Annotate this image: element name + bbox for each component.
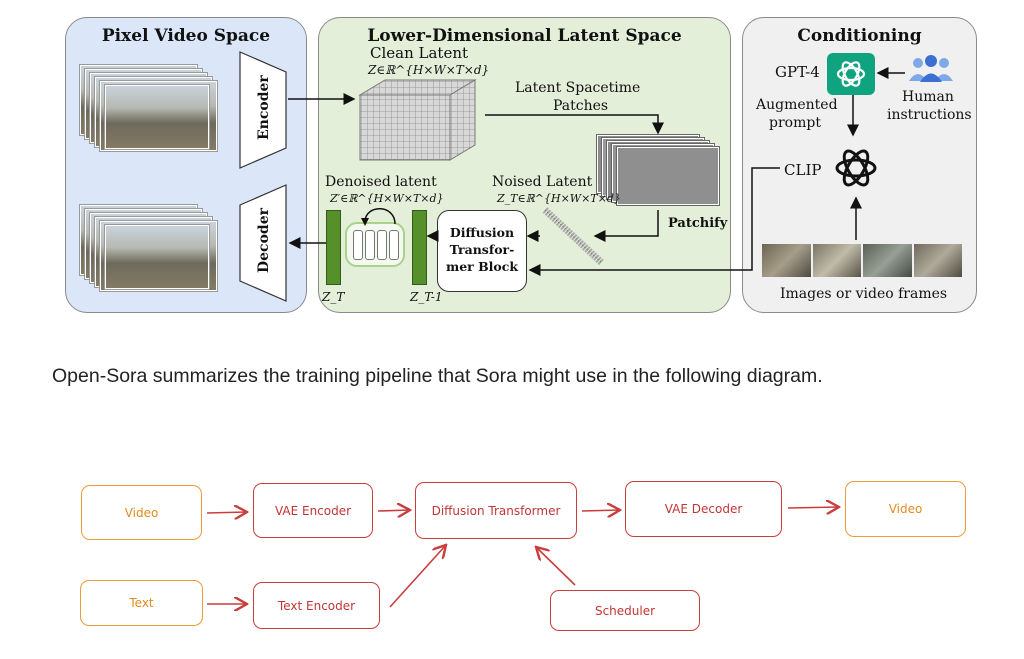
dit-block: Diffusion Transfor- mer Block xyxy=(437,210,527,292)
augmented-label-2: prompt xyxy=(769,115,821,131)
video-output-box: Video xyxy=(845,481,966,537)
vae-encoder-box: VAE Encoder xyxy=(253,483,373,538)
z-t-label: Z_T xyxy=(322,290,345,304)
video-output-label: Video xyxy=(888,502,923,516)
caption-text: Open-Sora summarizes the training pipeli… xyxy=(52,365,823,387)
vae-encoder-label: VAE Encoder xyxy=(274,503,352,518)
denoised-latent-formula: Z′∈ℝ^{H×W×T×d} xyxy=(330,192,444,205)
augmented-label-1: Augmented xyxy=(756,97,838,113)
denoising-block xyxy=(345,222,405,267)
vae-decoder-label: VAE Decoder xyxy=(664,502,743,516)
frames-label: Images or video frames xyxy=(780,286,948,302)
top-figure-arrows xyxy=(288,67,905,276)
text-encoder-label: Text Encoder xyxy=(277,598,356,613)
conditioning-panel-title: Conditioning xyxy=(797,26,922,46)
scheduler-label: Scheduler xyxy=(594,603,656,618)
latent-panel-title: Lower-Dimensional Latent Space xyxy=(367,26,682,46)
spacetime-patches-stack xyxy=(597,135,727,210)
video-input-label: Video xyxy=(124,505,159,520)
loop-arrow xyxy=(361,208,396,226)
noised-latent-label: Noised Latent xyxy=(492,174,593,190)
gpt4-icon xyxy=(827,53,875,95)
clean-latent-label: Clean Latent xyxy=(370,44,469,62)
pixel-panel-title: Pixel Video Space xyxy=(101,26,271,46)
diffusion-transformer-label: Diffusion Transformer xyxy=(431,503,561,518)
z-t1-label: Z_T-1 xyxy=(410,290,443,304)
vae-decoder-box: VAE Decoder xyxy=(625,481,782,537)
patches-label-1: Latent Spacetime xyxy=(515,80,641,96)
text-input-box: Text xyxy=(80,580,203,626)
z-t1-bar xyxy=(412,210,427,285)
human-users-icon xyxy=(909,55,953,82)
dit-line-3: mer Block xyxy=(445,259,519,274)
dit-line-1: Diffusion xyxy=(449,225,515,240)
clip-label: CLIP xyxy=(784,161,822,179)
decoder-trapezoid xyxy=(239,184,287,302)
z-t-bar xyxy=(326,210,341,285)
output-video-stack xyxy=(80,205,220,291)
input-video-stack xyxy=(80,65,220,151)
patchify-label: Patchify xyxy=(668,216,728,231)
gpt4-label: GPT-4 xyxy=(775,63,820,81)
patches-label-2: Patches xyxy=(553,98,609,114)
denoised-latent-label: Denoised latent xyxy=(325,174,437,190)
encoder-trapezoid xyxy=(239,51,287,169)
noised-latent-formula: Z_T∈ℝ^{H×W×T×d} xyxy=(497,192,621,205)
text-input-label: Text xyxy=(129,596,154,610)
clip-icon xyxy=(835,149,877,187)
video-input-box: Video xyxy=(81,485,202,540)
clean-latent-formula: Z∈ℝ^{H×W×T×d} xyxy=(368,63,490,77)
human-label-2: instructions xyxy=(887,107,972,123)
image-frames-strip xyxy=(762,244,962,277)
clean-latent-cube xyxy=(358,79,477,161)
dit-line-2: Transfor- xyxy=(449,242,515,257)
text-encoder-box: Text Encoder xyxy=(253,582,380,629)
diffusion-transformer-box: Diffusion Transformer xyxy=(415,482,577,539)
noised-latent-strip xyxy=(542,207,605,266)
human-label-1: Human xyxy=(902,89,954,105)
flowchart-arrows xyxy=(206,460,1024,650)
scheduler-box: Scheduler xyxy=(550,590,700,631)
